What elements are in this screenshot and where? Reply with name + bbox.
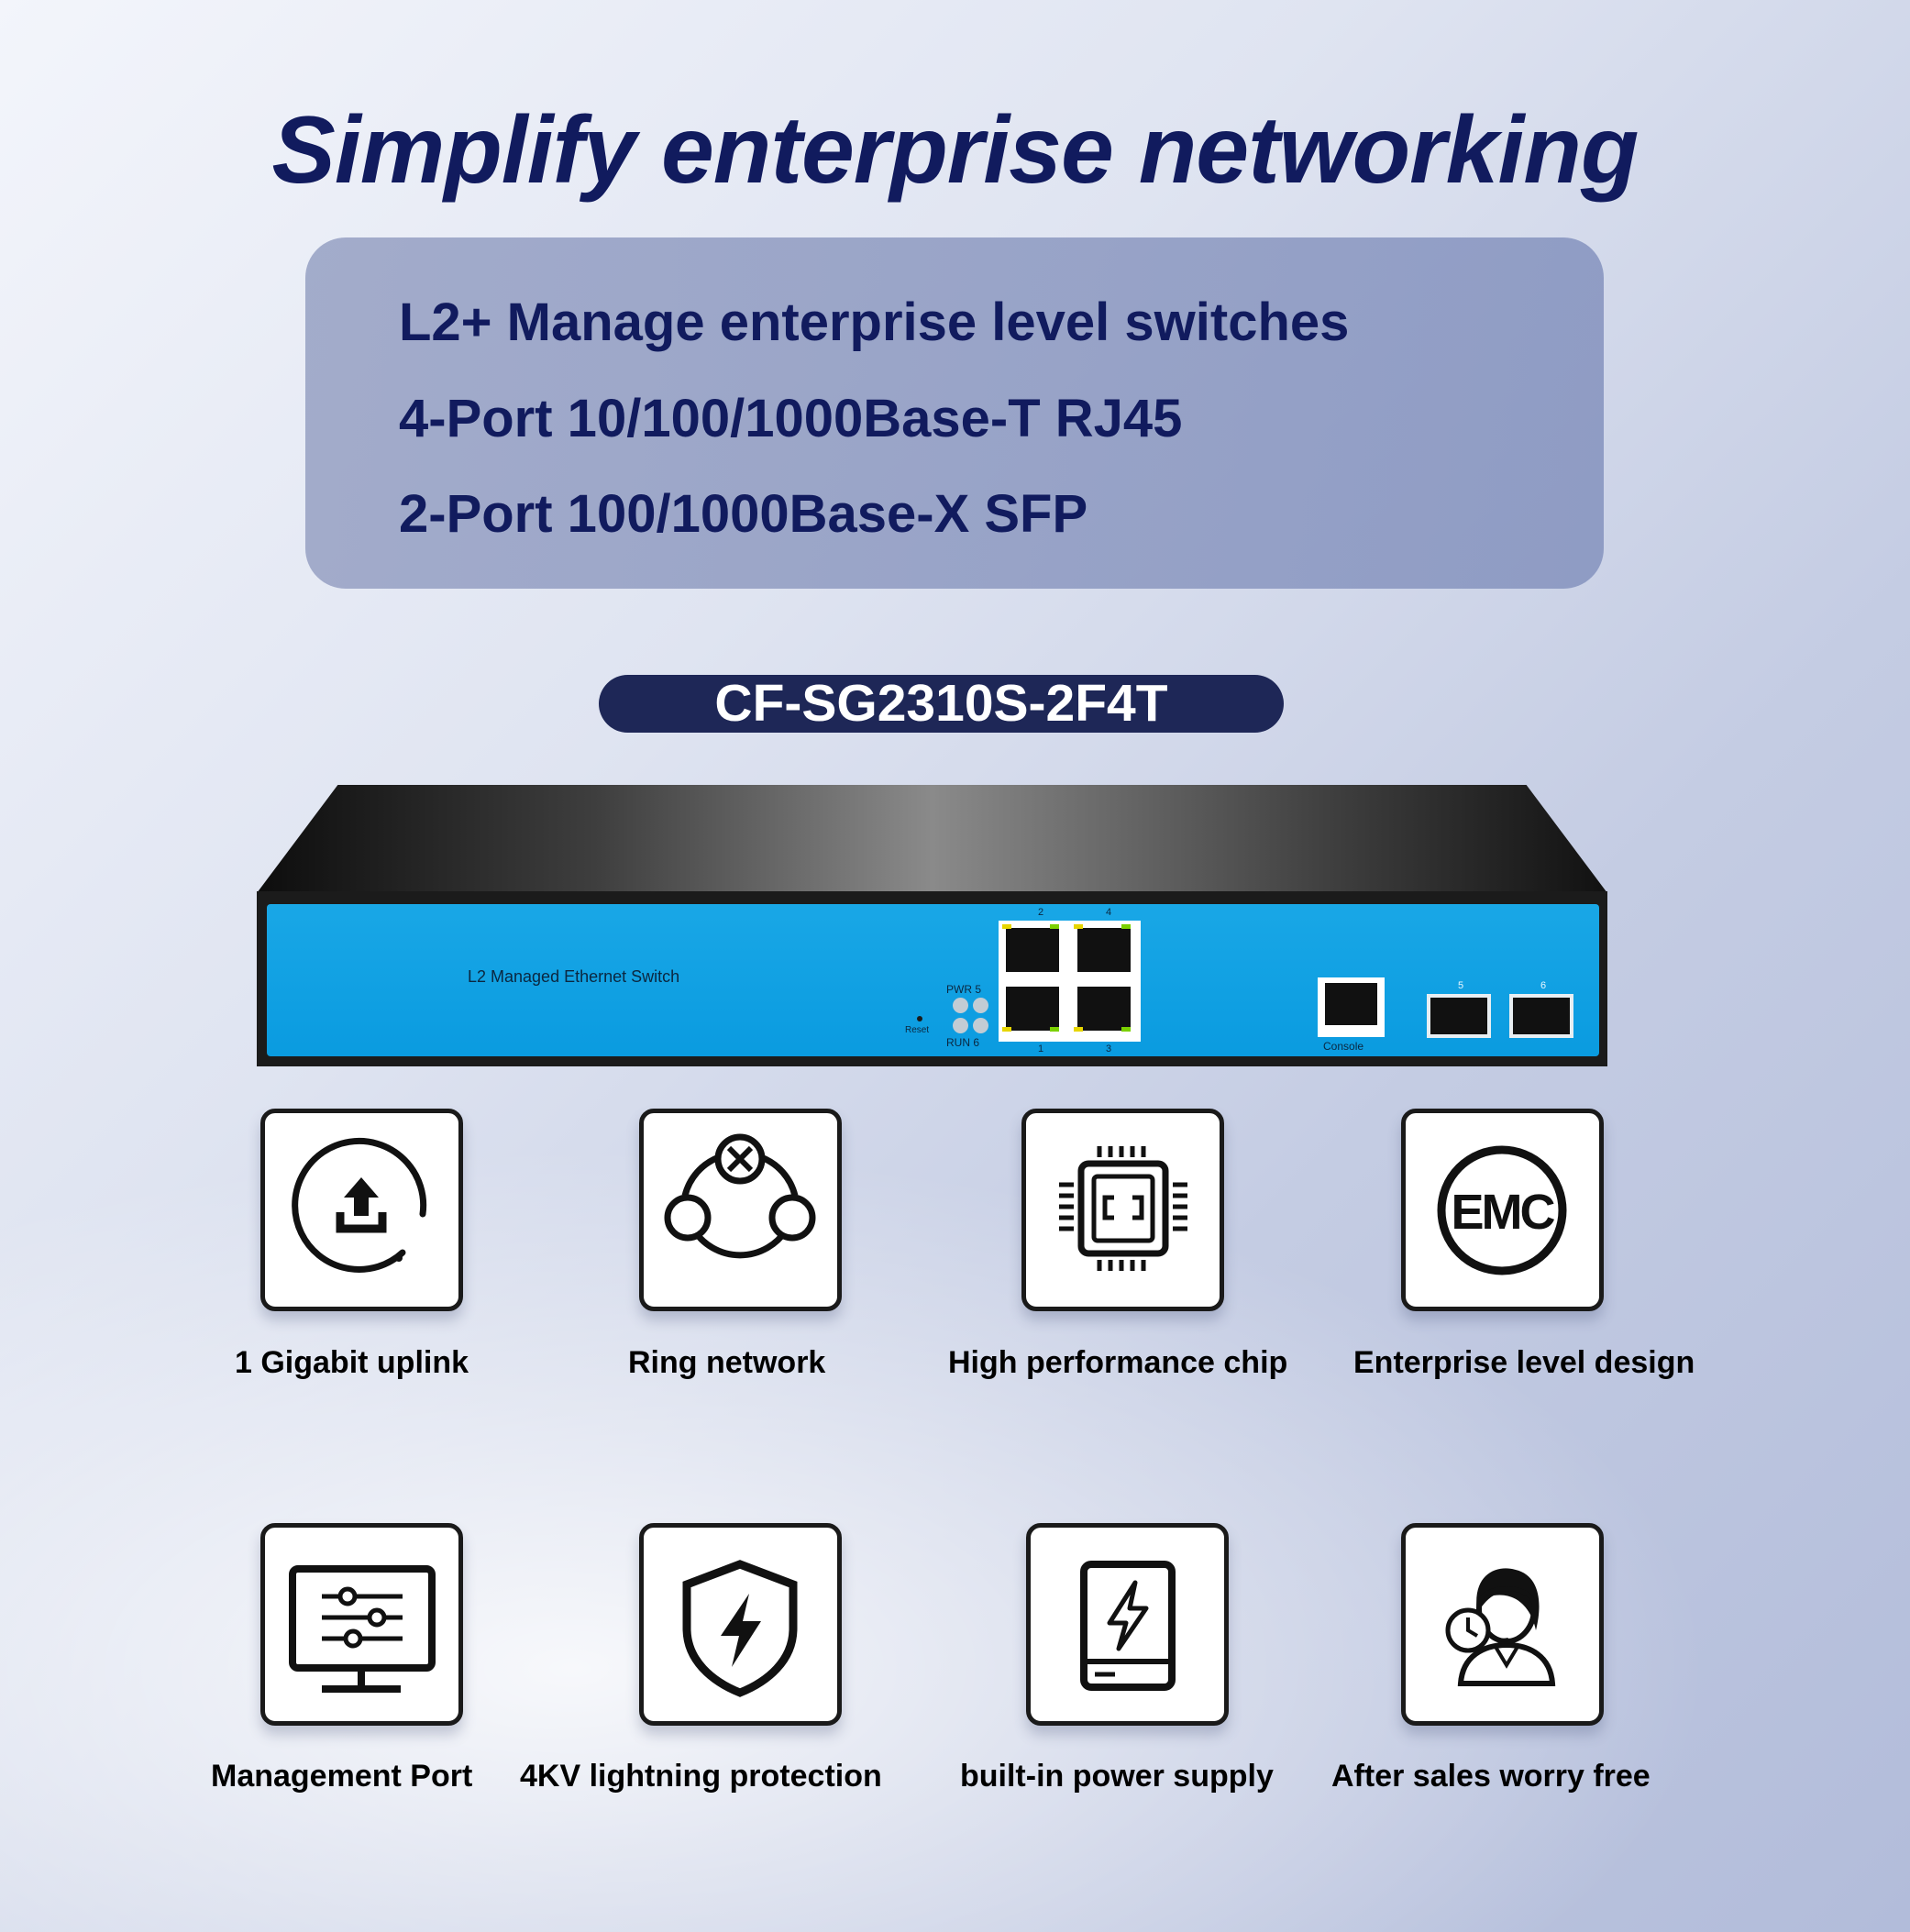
pwr-label: PWR 5 bbox=[946, 983, 982, 996]
model-badge: CF-SG2310S-2F4T bbox=[599, 675, 1284, 733]
port-number: 2 bbox=[1038, 907, 1044, 918]
feature-tile-lightning bbox=[639, 1523, 842, 1726]
port-led bbox=[1074, 1027, 1083, 1032]
spec-line-sfp: 2-Port 100/1000Base-X SFP bbox=[399, 484, 1088, 544]
switch-front-panel bbox=[267, 904, 1599, 1056]
feature-tile-ring bbox=[639, 1109, 842, 1311]
feature-tile-uplink bbox=[260, 1109, 463, 1311]
port-led bbox=[1121, 1027, 1131, 1032]
rj45-port-3 bbox=[1077, 987, 1131, 1031]
port5-led bbox=[973, 998, 988, 1013]
chip-icon bbox=[1059, 1146, 1187, 1271]
svg-text:EMC: EMC bbox=[1452, 1185, 1555, 1240]
feature-label-uplink: 1 Gigabit uplink bbox=[235, 1345, 469, 1380]
port-number: 6 bbox=[1540, 980, 1547, 991]
run-led bbox=[953, 1018, 968, 1033]
sfp-port-5 bbox=[1427, 994, 1491, 1038]
feature-tile-power bbox=[1026, 1523, 1229, 1726]
upload-icon bbox=[292, 1137, 427, 1273]
switch-top-cover bbox=[257, 785, 1607, 893]
rj45-port-block bbox=[999, 921, 1141, 1042]
page-headline: Simplify enterprise networking bbox=[271, 97, 1640, 204]
pwr-led bbox=[953, 998, 968, 1013]
port-led bbox=[1002, 924, 1011, 929]
spec-panel bbox=[305, 237, 1604, 589]
port-number: 4 bbox=[1106, 907, 1112, 918]
feature-label-management: Management Port bbox=[211, 1759, 473, 1794]
feature-tile-management bbox=[260, 1523, 463, 1726]
sfp-port-6 bbox=[1509, 994, 1573, 1038]
rj45-port-4 bbox=[1077, 928, 1131, 972]
port-led bbox=[1074, 924, 1083, 929]
reset-button bbox=[917, 1016, 922, 1021]
feature-label-ring: Ring network bbox=[628, 1345, 826, 1380]
feature-label-design: Enterprise level design bbox=[1353, 1345, 1695, 1380]
support-agent-icon bbox=[1445, 1568, 1556, 1686]
reset-label: Reset bbox=[905, 1025, 930, 1035]
console-label: Console bbox=[1323, 1040, 1364, 1053]
spec-line-management: L2+ Manage enterprise level switches bbox=[399, 293, 1350, 352]
port6-led bbox=[973, 1018, 988, 1033]
feature-label-support: After sales worry free bbox=[1331, 1759, 1651, 1794]
feature-label-lightning: 4KV lightning protection bbox=[520, 1759, 882, 1794]
console-port bbox=[1325, 983, 1377, 1025]
feature-tile-support bbox=[1401, 1523, 1604, 1726]
ring-network-icon bbox=[664, 1133, 816, 1259]
switch-model-label: L2 Managed Ethernet Switch bbox=[468, 967, 680, 986]
switch-device-image: L2 Managed Ethernet Switch PWR 5 RUN 6 R… bbox=[257, 785, 1607, 1066]
port-led bbox=[1002, 1027, 1011, 1032]
port-number: 3 bbox=[1106, 1043, 1112, 1054]
spec-line-rj45: 4-Port 10/100/1000Base-T RJ45 bbox=[399, 389, 1183, 448]
rj45-port-2 bbox=[1006, 928, 1059, 972]
port-number: 5 bbox=[1458, 980, 1464, 991]
shield-lightning-icon bbox=[682, 1560, 798, 1697]
console-port-frame bbox=[1318, 977, 1385, 1037]
feature-label-power: built-in power supply bbox=[960, 1759, 1274, 1794]
feature-tile-emc: EMC bbox=[1401, 1109, 1604, 1311]
port-led bbox=[1050, 1027, 1059, 1032]
feature-label-chip: High performance chip bbox=[948, 1345, 1288, 1380]
power-supply-icon bbox=[1080, 1561, 1176, 1691]
run-label: RUN 6 bbox=[946, 1036, 980, 1049]
port-led bbox=[1050, 924, 1059, 929]
monitor-settings-icon bbox=[289, 1565, 436, 1693]
emc-icon: EMC bbox=[1437, 1145, 1567, 1275]
port-number: 1 bbox=[1038, 1043, 1044, 1054]
feature-tile-chip bbox=[1021, 1109, 1224, 1311]
port-led bbox=[1121, 924, 1131, 929]
rj45-port-1 bbox=[1006, 987, 1059, 1031]
